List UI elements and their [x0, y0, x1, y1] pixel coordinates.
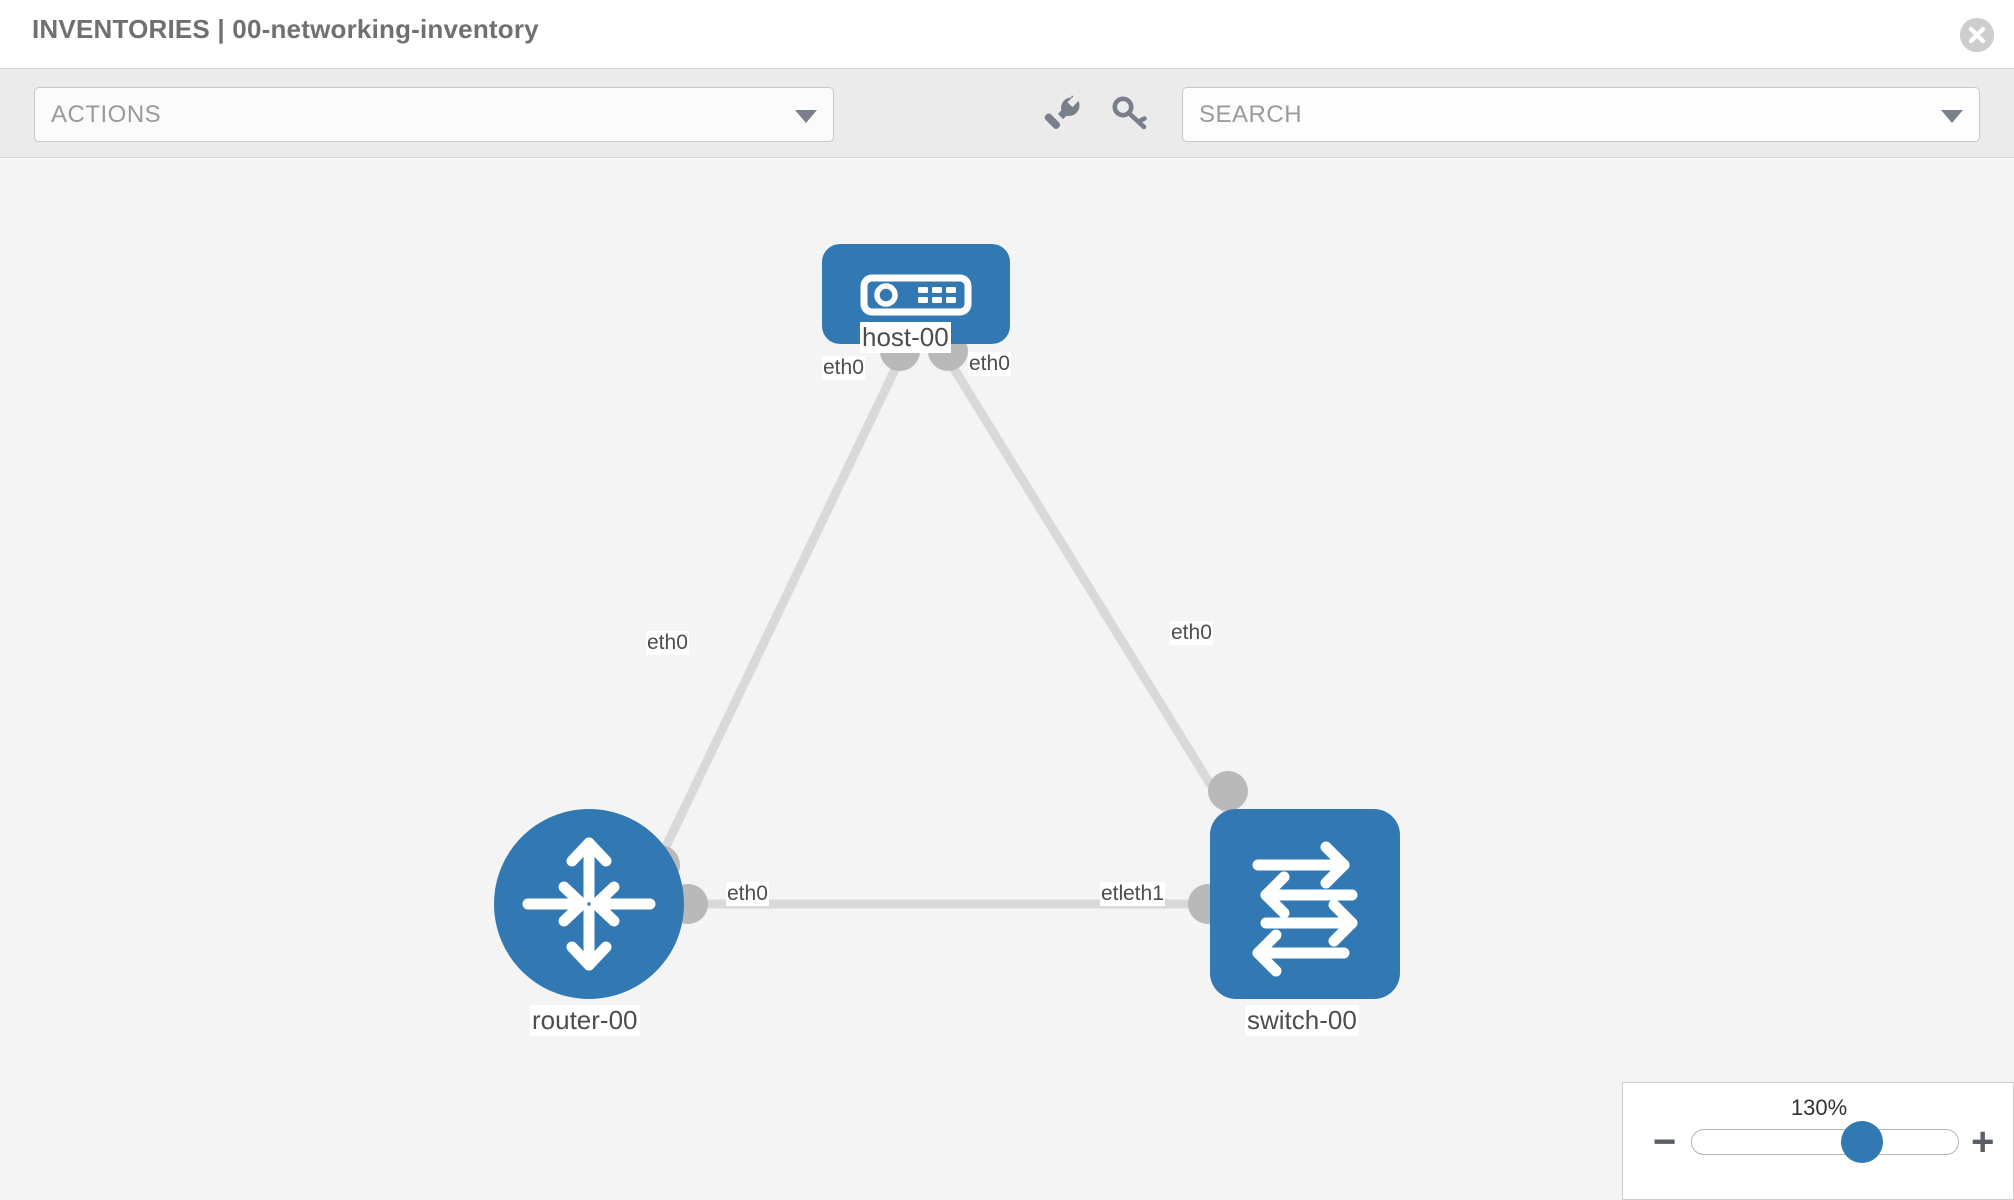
iface-label-host-right: eth0 [968, 352, 1011, 376]
zoom-level-value: 130% [1790, 1095, 1848, 1120]
close-icon[interactable] [1960, 18, 1994, 52]
zoom-in-button[interactable]: + [1971, 1120, 1995, 1164]
page-header: INVENTORIES | 00-networking-inventory [0, 0, 2014, 68]
iface-label-host-left: eth0 [822, 356, 865, 380]
chevron-down-icon[interactable] [1941, 110, 1963, 123]
router-arrows-icon [522, 837, 656, 971]
search-input[interactable]: SEARCH [1182, 87, 1980, 142]
wrench-icon[interactable] [1038, 89, 1086, 137]
node-router-shape [494, 809, 684, 999]
node-switch-00[interactable]: switch-00 [1210, 809, 1400, 1036]
link-host-switch [944, 356, 1248, 842]
iface-label-switch-left-b: eth1 [1122, 882, 1165, 906]
node-host-00[interactable]: host-00 [822, 244, 1010, 353]
iface-label-router-right: eth0 [726, 882, 769, 906]
actions-dropdown-label: ACTIONS [51, 101, 162, 128]
node-label-switch-00: switch-00 [1245, 1005, 1359, 1036]
server-icon [860, 274, 972, 316]
node-router-00[interactable]: router-00 [494, 809, 684, 1036]
connector-switch-top[interactable] [1208, 771, 1248, 811]
actions-dropdown[interactable]: ACTIONS [34, 87, 834, 142]
page-title: INVENTORIES | 00-networking-inventory [32, 14, 539, 44]
link-host-router [655, 357, 905, 861]
node-label-router-00: router-00 [530, 1005, 640, 1036]
iface-label-switch-up: eth0 [1170, 621, 1213, 645]
toolbar: ACTIONS SEARCH [0, 68, 2014, 158]
key-icon[interactable] [1106, 89, 1154, 137]
chevron-down-icon [795, 110, 817, 123]
iface-label-router-up: eth0 [646, 631, 689, 655]
zoom-control-panel: 130% − + [1622, 1082, 2014, 1200]
switch-arrows-icon [1252, 841, 1358, 977]
zoom-slider-thumb[interactable] [1841, 1121, 1883, 1163]
node-label-host-00: host-00 [860, 322, 951, 353]
node-switch-shape [1210, 809, 1400, 999]
zoom-out-button[interactable]: − [1653, 1120, 1677, 1164]
search-placeholder: SEARCH [1199, 101, 1303, 128]
zoom-slider-track[interactable] [1691, 1129, 1959, 1155]
topology-canvas[interactable]: host-00 router-00 [0, 159, 2014, 1200]
